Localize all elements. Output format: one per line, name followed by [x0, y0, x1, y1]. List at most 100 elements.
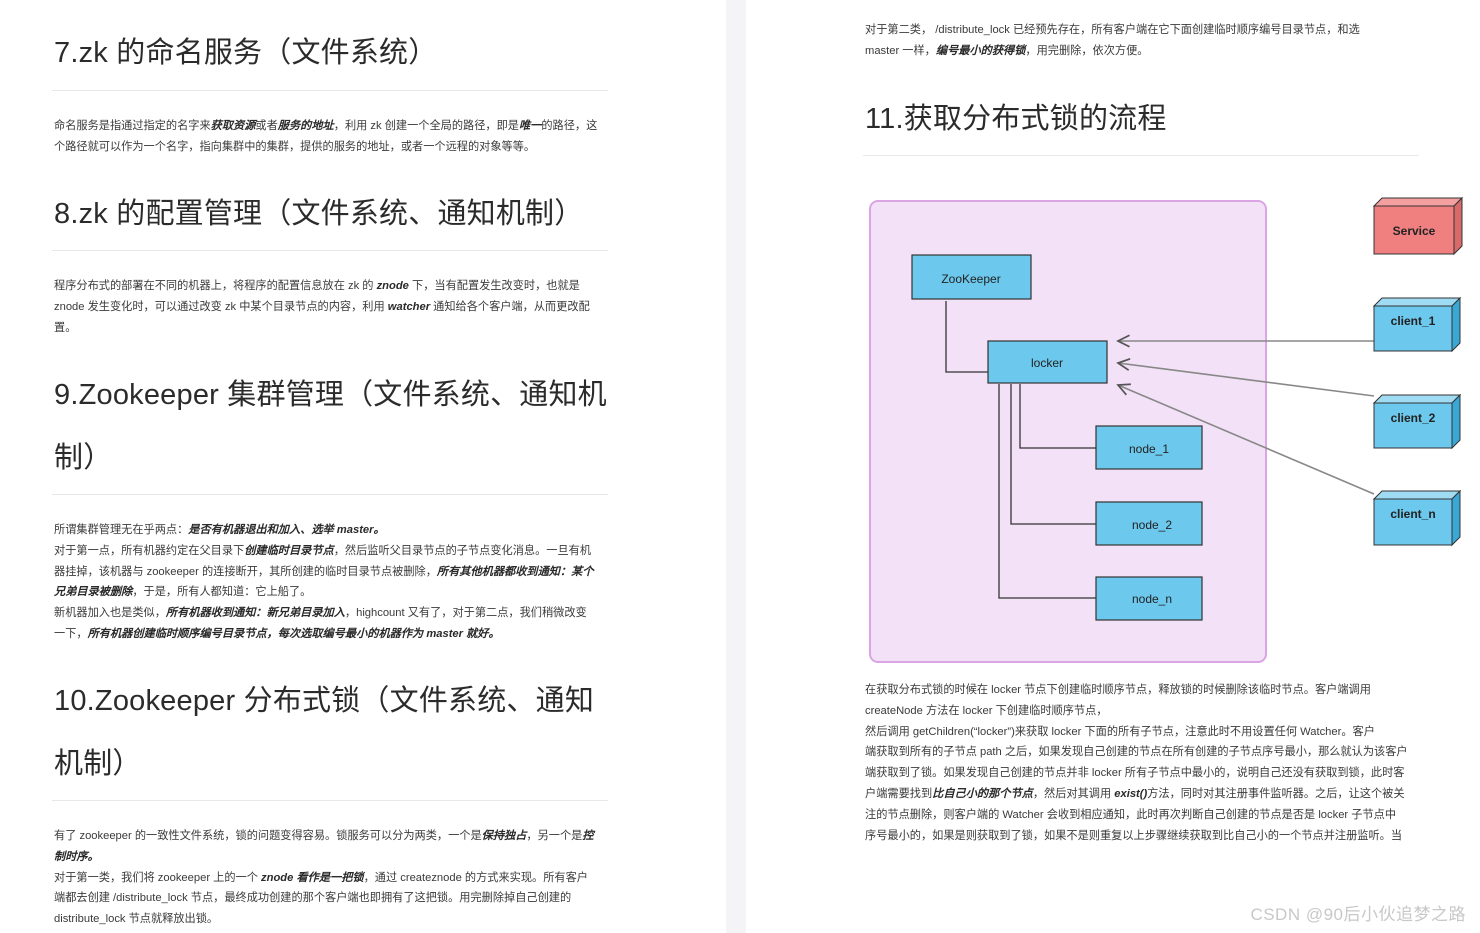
text-line: 注的节点删除，则客户端的 Watcher 会收到相应通知，此时再次判断自己创建的…	[865, 805, 1408, 826]
left-document-page: 7.zk 的命名服务（文件系统） 命名服务是指通过指定的名字来获取资源或者服务的…	[0, 0, 726, 933]
emphasis-text: 兄弟目录被删除	[54, 586, 132, 598]
text-run: 端获取到所有的子节点 path 之后，如果发现自己创建的节点在所有创建的子节点序…	[865, 746, 1408, 758]
heading-11-lock-flow: 11.获取分布式锁的流程	[865, 88, 1167, 150]
text-run: 命名服务是指通过指定的名字来	[54, 120, 211, 132]
text-line: 在获取分布式锁的时候在 locker 节点下创建临时顺序节点，释放锁的时候删除该…	[865, 680, 1408, 701]
text-run: 程序分布式的部署在不同的机器上，将程序的配置信息放在 zk 的	[54, 280, 377, 292]
box-locker: locker	[988, 341, 1107, 383]
csdn-watermark: CSDN @90后小伙追梦之路	[1250, 900, 1466, 925]
box-client-1: client_1	[1374, 298, 1460, 351]
text-line: distribute_lock 节点就释放出锁。	[54, 909, 594, 930]
text-run: ，用完删除，依次方便。	[1025, 45, 1148, 57]
text-run: ，然后监听父目录节点的子节点变化消息。一旦有机	[334, 545, 591, 557]
emphasis-text: exist()	[1114, 788, 1147, 800]
node-1-label: node_1	[1129, 442, 1169, 456]
paragraph-config-management: 程序分布式的部署在不同的机器上，将程序的配置信息放在 zk 的 znode 下，…	[54, 276, 590, 338]
text-run: 注的节点删除，则客户端的 Watcher 会收到相应通知，此时再次判断自己创建的…	[865, 809, 1396, 821]
text-run: 对于第一点，所有机器约定在父目录下	[54, 545, 244, 557]
client-n-label: client_n	[1390, 507, 1435, 521]
text-line: 所谓集群管理无在乎两点：是否有机器退出和加入、选举 master。	[54, 520, 594, 541]
emphasis-text: 所有机器创建临时顺序编号目录节点，每次选取编号最小的机器作为 master 就好…	[88, 628, 500, 640]
text-line: 对于第一类，我们将 zookeeper 上的一个 znode 看作是一把锁，通过…	[54, 868, 594, 889]
zookeeper-label: ZooKeeper	[941, 272, 1000, 286]
text-line: 序号最小的，如果是则获取到了锁，如果不是则重复以上步骤继续获取到比自己小的一个节…	[865, 826, 1408, 847]
page-gap	[726, 0, 746, 933]
box-zookeeper: ZooKeeper	[912, 255, 1031, 299]
text-line: 然后调用 getChildren(“locker”)来获取 locker 下面的…	[865, 722, 1408, 743]
text-line: 端都去创建 /distribute_lock 节点，最终成功创建的那个客户端也即…	[54, 888, 594, 909]
emphasis-text: 编号最小的获得锁	[936, 45, 1026, 57]
box-node-n: node_n	[1096, 577, 1202, 620]
box-node-2: node_2	[1096, 502, 1202, 545]
node-n-label: node_n	[1132, 592, 1172, 606]
text-run: 器挂掉，该机器与 zookeeper 的连接断开，其所创建的临时目录节点被删除，	[54, 566, 437, 578]
emphasis-text: 是否有机器退出和加入、选举 master。	[188, 524, 384, 536]
heading-7-naming-service: 7.zk 的命名服务（文件系统）	[54, 22, 437, 84]
text-run: 端获取到了锁。如果发现自己创建的节点并非 locker 所有子节点中最小的，说明…	[865, 767, 1405, 779]
emphasis-text: 所有机器收到通知：新兄弟目录加入	[166, 607, 345, 619]
emphasis-text: 创建临时目录节点	[244, 545, 334, 557]
emphasis-text: 服务的地址	[278, 120, 334, 132]
locker-label: locker	[1031, 356, 1063, 370]
text-line: 器挂掉，该机器与 zookeeper 的连接断开，其所创建的临时目录节点被删除，…	[54, 562, 594, 583]
heading-8-config-management: 8.zk 的配置管理（文件系统、通知机制）	[54, 183, 583, 245]
text-line: 置。	[54, 318, 590, 339]
text-run: 在获取分布式锁的时候在 locker 节点下创建临时顺序节点，释放锁的时候删除该…	[865, 684, 1371, 696]
text-line: 户端需要找到比自己小的那个节点，然后对其调用 exist()方法，同时对其注册事…	[865, 784, 1408, 805]
text-run: ，于是，所有人都知道：它上船了。	[132, 586, 311, 598]
emphasis-text: 所有其他机器都收到通知：某个	[437, 566, 594, 578]
text-line: master 一样，编号最小的获得锁，用完删除，依次方便。	[865, 41, 1360, 62]
text-run: 户端需要找到	[865, 788, 932, 800]
emphasis-text: 制时序。	[54, 851, 99, 863]
heading-divider	[52, 90, 608, 91]
text-run: 通知给各个客户端，从而更改配	[430, 301, 590, 313]
heading-9-cluster-management: 9.Zookeeper 集群管理（文件系统、通知机	[54, 364, 607, 426]
text-run: master 一样，	[865, 45, 936, 57]
text-run: 一下，	[54, 628, 88, 640]
text-line: znode 发生变化时，可以通过改变 zk 中某个目录节点的内容，利用 watc…	[54, 297, 590, 318]
text-run: 端都去创建 /distribute_lock 节点，最终成功创建的那个客户端也即…	[54, 892, 571, 904]
emphasis-text: znode	[377, 280, 409, 292]
emphasis-text: 控	[582, 830, 593, 842]
box-node-1: node_1	[1096, 426, 1202, 469]
emphasis-text: 获取资源	[211, 120, 256, 132]
paragraph-second-type-lock: 对于第二类， /distribute_lock 已经预先存在，所有客户端在它下面…	[865, 20, 1360, 62]
emphasis-text: 比自己小的那个节点	[932, 788, 1033, 800]
heading-10-distributed-lock-cont: 机制）	[54, 733, 142, 795]
text-run: ，然后对其调用	[1033, 788, 1114, 800]
emphasis-text: 唯一	[519, 120, 541, 132]
text-line: createNode 方法在 locker 下创建临时顺序节点，	[865, 701, 1408, 722]
text-run: ，利用 zk 创建一个全局的路径，即是	[334, 120, 519, 132]
text-line: 对于第二类， /distribute_lock 已经预先存在，所有客户端在它下面…	[865, 20, 1360, 41]
service-label: Service	[1393, 224, 1436, 238]
text-line: 新机器加入也是类似，所有机器收到通知：新兄弟目录加入，highcount 又有了…	[54, 603, 594, 624]
paragraph-naming-service: 命名服务是指通过指定的名字来获取资源或者服务的地址，利用 zk 创建一个全局的路…	[54, 116, 597, 158]
box-client-n: client_n	[1374, 491, 1460, 545]
client-1-label: client_1	[1391, 314, 1436, 328]
text-run: ，通过 createznode 的方式来实现。所有客户	[364, 872, 588, 884]
text-line: 对于第一点，所有机器约定在父目录下创建临时目录节点，然后监听父目录节点的子节点变…	[54, 541, 594, 562]
text-run: 的路径，这	[541, 120, 597, 132]
text-run: 然后调用 getChildren(“locker”)来获取 locker 下面的…	[865, 726, 1375, 738]
heading-divider	[52, 494, 608, 495]
text-line: 兄弟目录被删除，于是，所有人都知道：它上船了。	[54, 582, 594, 603]
emphasis-text: watcher	[388, 301, 430, 313]
text-run: distribute_lock 节点就释放出锁。	[54, 913, 218, 925]
text-run: createNode 方法在 locker 下创建临时顺序节点，	[865, 705, 1107, 717]
text-run: 有了 zookeeper 的一致性文件系统，锁的问题变得容易。锁服务可以分为两类…	[54, 830, 482, 842]
heading-divider	[52, 800, 608, 801]
emphasis-text: znode 看作是一把锁	[261, 872, 364, 884]
text-run: 所谓集群管理无在乎两点：	[54, 524, 188, 536]
text-run: 新机器加入也是类似，	[54, 607, 166, 619]
text-run: 序号最小的，如果是则获取到了锁，如果不是则重复以上步骤继续获取到比自己小的一个节…	[865, 830, 1402, 842]
heading-divider	[863, 155, 1419, 156]
box-client-2: client_2	[1374, 395, 1460, 448]
text-run: 方法，同时对其注册事件监听器。之后，让这个被关	[1147, 788, 1404, 800]
text-line: 制时序。	[54, 847, 594, 868]
box-service: Service	[1374, 198, 1462, 254]
text-run: ，highcount 又有了，对于第二点，我们稍微改变	[345, 607, 587, 619]
lock-flow-diagram: Service ZooKeeper locker node_1 node_2 n…	[866, 194, 1466, 668]
text-line: 命名服务是指通过指定的名字来获取资源或者服务的地址，利用 zk 创建一个全局的路…	[54, 116, 597, 137]
text-line: 程序分布式的部署在不同的机器上，将程序的配置信息放在 zk 的 znode 下，…	[54, 276, 590, 297]
text-run: ，另一个是	[526, 830, 582, 842]
